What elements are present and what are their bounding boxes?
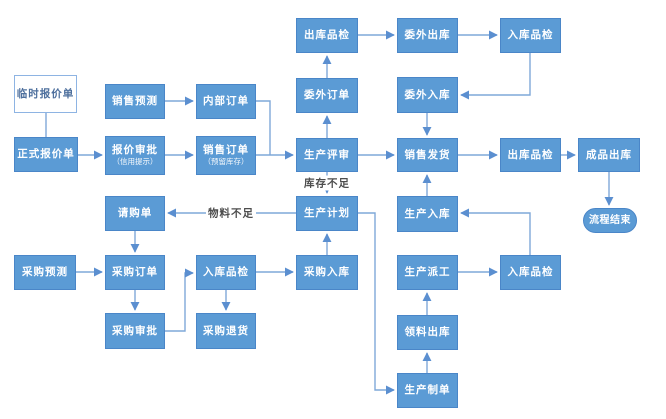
connector-rukupinjian1-to-weiwairuku — [460, 53, 531, 100]
flow-node-weiwai-chuku: 委外出库 — [397, 18, 458, 53]
flow-node-zhengshi-baojiadan: 正式报价单 — [14, 137, 78, 172]
node-label: 生产入库 — [404, 207, 451, 220]
flow-node-lingliao-chuku: 领料出库 — [397, 315, 458, 350]
node-label: 流程结束 — [589, 214, 631, 226]
flow-node-shengchan-ruku: 生产入库 — [397, 196, 458, 232]
connector-neibudingdan-join — [256, 100, 271, 155]
flow-node-caigou-dingdan: 采购订单 — [105, 255, 165, 290]
connector-caigoushenpi-to-rukupinjian2 — [165, 268, 194, 332]
flow-node-ruku-pinjian-1: 入库品检 — [500, 18, 561, 53]
node-sublabel: （信用提示） — [112, 157, 158, 167]
node-label: 采购审批 — [112, 324, 158, 337]
node-label: 入库品检 — [507, 29, 554, 42]
flow-node-xiaoshou-yuce: 销售预测 — [105, 84, 165, 119]
flow-node-shengchan-pingshen: 生产评审 — [296, 138, 358, 172]
flow-node-xiaoshou-dingdan: 销售订单（预留库存） — [196, 136, 256, 175]
node-label: 采购订单 — [112, 266, 158, 279]
flow-node-shengchan-jihua: 生产计划 — [296, 196, 358, 231]
flow-node-xiaoshou-fahuo: 销售发货 — [397, 138, 458, 172]
node-label: 委外订单 — [304, 89, 350, 102]
flow-node-weiwai-dingdan: 委外订单 — [296, 78, 358, 113]
node-label: 委外出库 — [404, 29, 451, 42]
node-label: 请购单 — [117, 207, 153, 220]
node-label: 生产评审 — [304, 148, 350, 161]
node-label: 正式报价单 — [17, 148, 75, 161]
flow-node-caigou-shenpi: 采购审批 — [105, 313, 165, 349]
node-label: 领料出库 — [404, 326, 451, 339]
node-label: 委外入库 — [404, 88, 451, 101]
flow-node-weiwai-ruku: 委外入库 — [397, 77, 458, 113]
node-label: 生产派工 — [404, 266, 451, 279]
node-label: 报价审批 — [112, 144, 158, 157]
node-label: 入库品检 — [203, 266, 249, 279]
edge-label-1: 物料不足 — [206, 205, 256, 221]
flow-node-chuku-pinjian-1: 出库品检 — [296, 18, 358, 53]
node-label: 生产计划 — [304, 207, 350, 220]
node-label: 出库品检 — [304, 29, 350, 42]
connector-jihua-to-zhidan — [358, 212, 395, 395]
flow-node-baojia-shenpi: 报价审批（信用提示） — [105, 136, 165, 175]
node-label: 销售发货 — [404, 148, 451, 161]
flow-node-qinggou-dan: 请购单 — [105, 196, 165, 231]
connector-rukupinjian3-to-shengchanruku — [460, 208, 531, 255]
node-label: 临时报价单 — [16, 87, 75, 100]
flow-node-caigou-tuihuo: 采购退货 — [196, 313, 256, 349]
flow-node-neibu-dingdan: 内部订单 — [196, 84, 256, 119]
node-label: 出库品检 — [507, 148, 554, 161]
node-label: 内部订单 — [203, 95, 249, 108]
flow-node-shengchan-zhidan: 生产制单 — [397, 373, 458, 408]
flow-node-chengpin-chuku: 成品出库 — [578, 138, 640, 172]
flow-node-caigou-yuce: 采购预测 — [14, 255, 76, 290]
edge-label-0: 库存不足 — [302, 175, 352, 191]
node-label: 销售订单 — [203, 144, 249, 157]
node-label: 入库品检 — [507, 266, 554, 279]
flow-node-linshi-baojiadan: 临时报价单 — [14, 75, 77, 113]
flow-node-chuku-pinjian-2: 出库品检 — [500, 138, 561, 172]
node-label: 采购退货 — [203, 324, 249, 337]
node-label: 生产制单 — [404, 384, 451, 397]
node-label: 采购预测 — [22, 266, 68, 279]
node-label: 采购入库 — [304, 266, 350, 279]
flow-node-ruku-pinjian-3: 入库品检 — [500, 255, 561, 290]
node-sublabel: （预留库存） — [203, 157, 249, 167]
flow-node-liucheng-jieshu: 流程结束 — [583, 208, 637, 233]
flow-node-ruku-pinjian-2: 入库品检 — [196, 255, 256, 290]
node-label: 销售预测 — [112, 95, 158, 108]
flow-node-shengchan-paigong: 生产派工 — [397, 255, 458, 290]
node-label: 成品出库 — [586, 148, 632, 161]
flow-node-caigou-ruku: 采购入库 — [296, 255, 358, 290]
